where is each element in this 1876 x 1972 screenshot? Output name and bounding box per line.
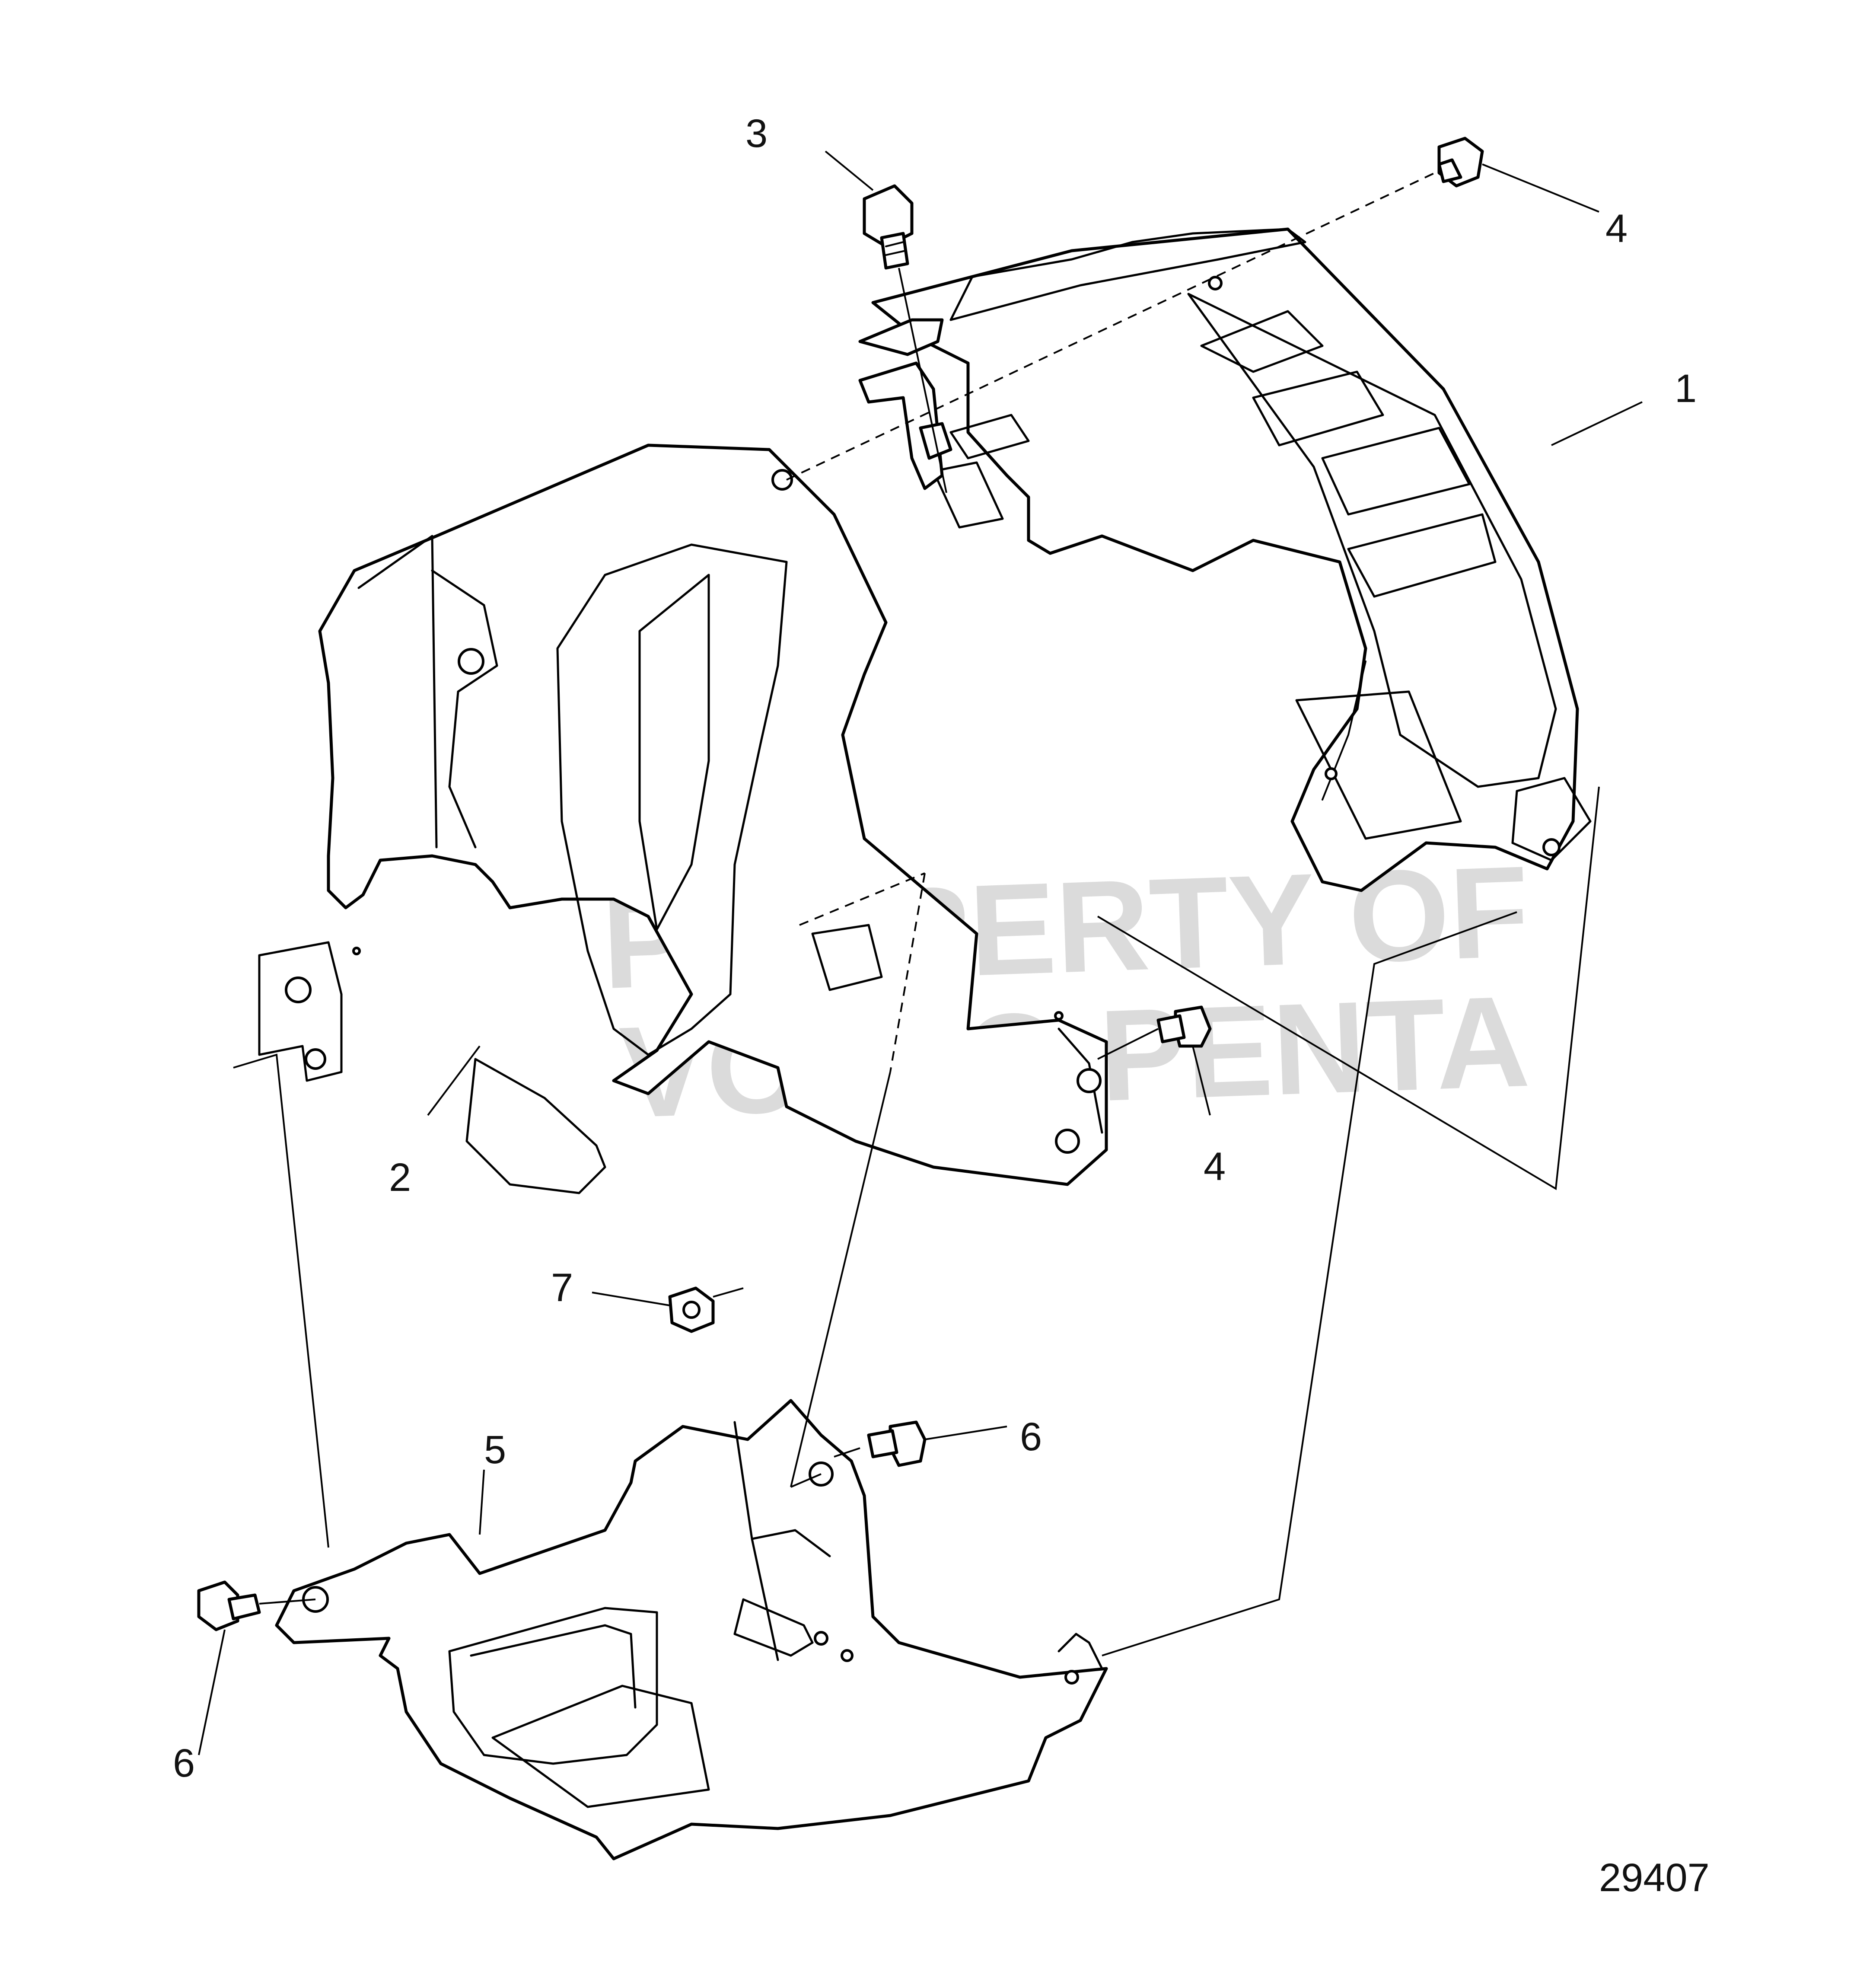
callout-1: 1 <box>1675 367 1697 411</box>
bolt-part-6-left <box>197 1580 261 1631</box>
bolt-part-4-top <box>1437 137 1484 188</box>
bracket-clip <box>858 318 952 490</box>
callout-leaders <box>198 150 1643 1755</box>
bolt-part-4-mid <box>1156 1005 1212 1048</box>
callout-7: 7 <box>551 1266 573 1310</box>
callout-4-mid: 4 <box>1204 1145 1226 1189</box>
lower-cover-part-5 <box>275 1399 1108 1860</box>
callout-labels: 3 4 1 2 4 7 5 6 6 <box>173 112 1697 1785</box>
callout-3: 3 <box>745 112 768 156</box>
callout-5: 5 <box>484 1428 506 1472</box>
upper-cover-part-1 <box>871 227 1592 892</box>
assembly-lines <box>233 172 1600 1656</box>
nut-part-7 <box>668 1286 715 1333</box>
bolt-part-3 <box>863 184 914 270</box>
callout-6-right: 6 <box>1020 1415 1042 1459</box>
callout-4-top: 4 <box>1605 207 1628 251</box>
callout-2: 2 <box>389 1155 411 1200</box>
bolt-part-6-right <box>867 1420 927 1467</box>
callout-6-left: 6 <box>173 1741 195 1785</box>
left-cover-part-2 <box>258 444 1108 1194</box>
figure-number: 29407 <box>1599 1856 1710 1900</box>
